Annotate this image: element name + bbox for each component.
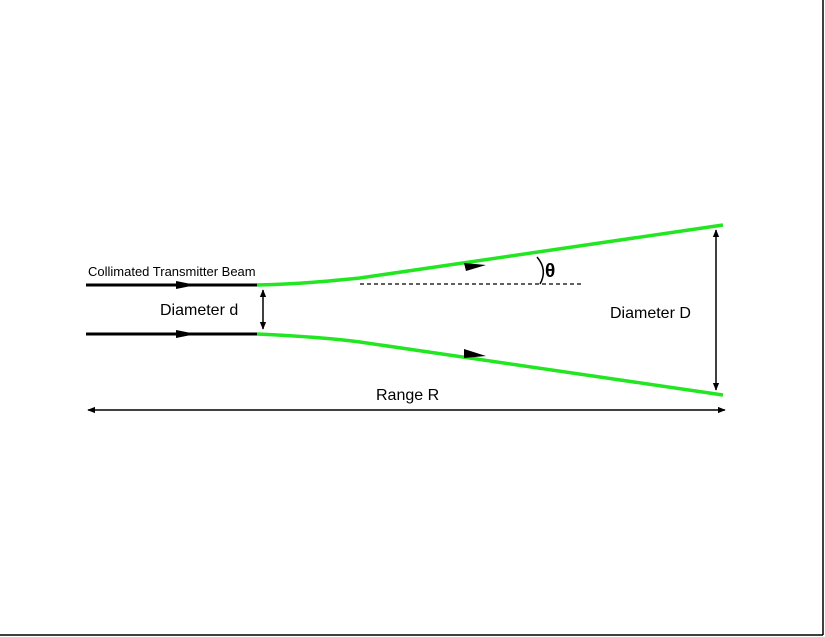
diverging-beam-top-edge	[256, 223, 724, 287]
diverging-beam-bottom-arrowhead	[464, 349, 486, 358]
diameter-D-label: Diameter D	[610, 305, 691, 322]
input-beam-bottom-arrowhead	[176, 330, 196, 338]
diameter-d-label: Diameter d	[160, 302, 238, 319]
input-beam-top-arrowhead	[176, 281, 196, 289]
diverging-beam-bottom-edge	[256, 332, 724, 397]
diverging-beam-top-arrowhead	[464, 263, 486, 271]
angle-arc	[536, 256, 545, 285]
angle-theta-label: θ	[545, 261, 555, 282]
range-label: Range R	[376, 387, 439, 404]
beam-label: Collimated Transmitter Beam	[88, 264, 256, 279]
